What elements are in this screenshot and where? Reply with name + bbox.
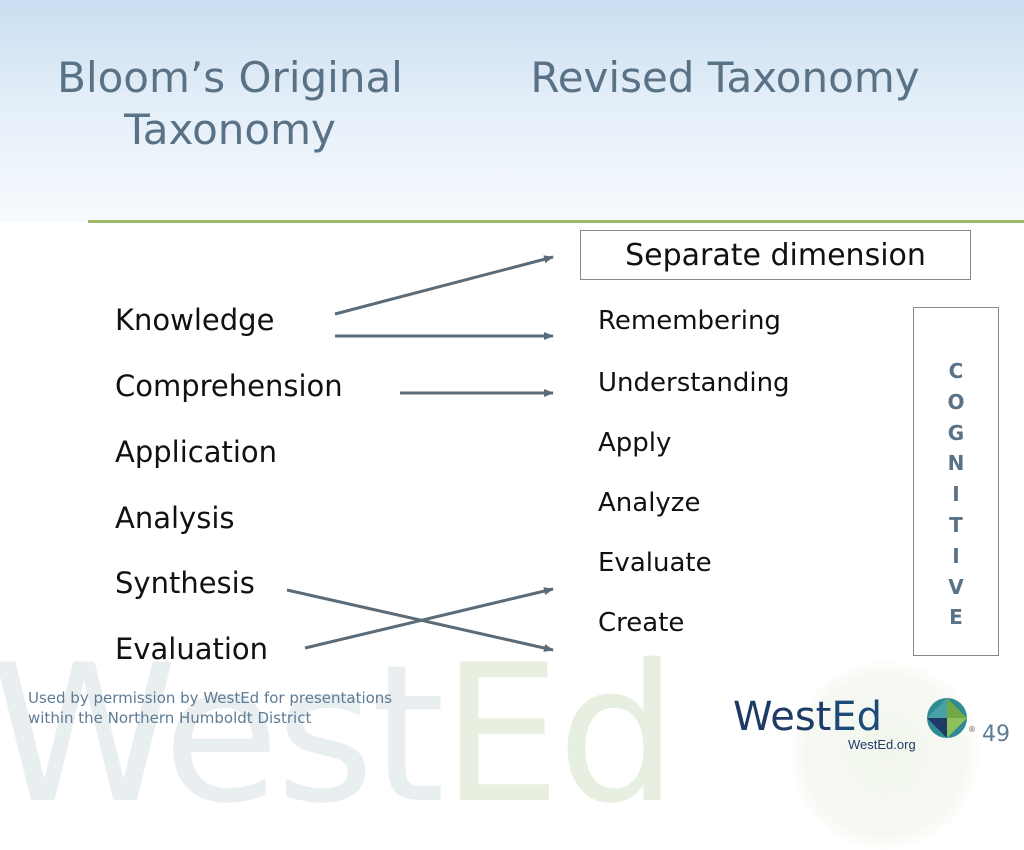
permission-note-line2: within the Northern Humboldt District	[28, 709, 312, 727]
cognitive-letter: I	[952, 482, 960, 507]
original-item-comprehension: Comprehension	[115, 369, 343, 403]
logo-ed-text: Ed	[831, 694, 883, 740]
title-blooms-original: Bloom’s Original Taxonomy	[57, 53, 403, 154]
cognitive-letter: C	[948, 359, 964, 383]
permission-note: Used by permission by WestEd for present…	[28, 688, 448, 728]
cognitive-letter: E	[949, 605, 963, 630]
revised-item-create: Create	[598, 608, 685, 638]
title-divider-line	[88, 220, 1024, 223]
revised-item-understanding: Understanding	[598, 368, 790, 398]
globe-icon	[927, 698, 967, 738]
cognitive-letter: N	[947, 451, 965, 476]
cognitive-box: C O G N I T I V E	[913, 307, 999, 656]
revised-item-remembering: Remembering	[598, 306, 781, 336]
logo-west-text: West	[733, 694, 832, 740]
original-item-evaluation: Evaluation	[115, 632, 269, 666]
cognitive-letter: I	[952, 543, 960, 568]
separate-dimension-box: Separate dimension	[580, 230, 971, 280]
cognitive-letter: T	[949, 512, 963, 537]
original-item-analysis: Analysis	[115, 501, 235, 535]
page-number: 49	[982, 722, 1010, 747]
registered-mark: ®	[968, 725, 976, 734]
cognitive-letter: V	[948, 574, 964, 599]
wested-watermark: WestEd	[0, 640, 678, 830]
title-revised-taxonomy: Revised Taxonomy	[530, 53, 920, 102]
revised-item-evaluate: Evaluate	[598, 548, 712, 578]
header-background	[0, 0, 1024, 222]
original-item-synthesis: Synthesis	[115, 566, 255, 600]
original-item-application: Application	[115, 435, 278, 469]
logo-url: WestEd.org	[848, 737, 916, 752]
wested-logo: WestEd	[733, 695, 882, 739]
revised-item-analyze: Analyze	[598, 488, 701, 518]
permission-note-line1: Used by permission by WestEd for present…	[28, 689, 393, 707]
cognitive-letter: O	[947, 389, 965, 414]
watermark-ed: Ed	[441, 624, 678, 845]
cognitive-letter: G	[947, 420, 965, 445]
watermark-globe	[790, 660, 980, 850]
original-item-knowledge: Knowledge	[115, 303, 275, 337]
separate-dimension-label: Separate dimension	[625, 237, 926, 273]
revised-item-apply: Apply	[598, 428, 672, 458]
arrow-knowledge-to-separate-dimension	[334, 255, 554, 316]
